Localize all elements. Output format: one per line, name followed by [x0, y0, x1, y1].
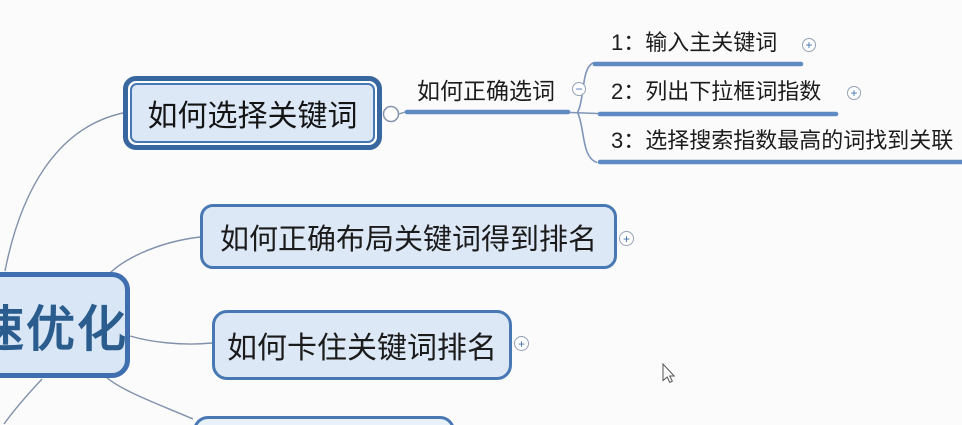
topic-node-partial-bottom[interactable] [193, 416, 455, 425]
branch-child-topic-2[interactable]: 2：列出下拉框词指数 [611, 79, 822, 104]
topic-label: 如何卡住关键词排名 [227, 332, 497, 365]
branch-brace-stem [569, 111, 599, 115]
connector-root-to-bottom-node [105, 376, 194, 420]
collapse-icon[interactable]: − [572, 82, 586, 96]
connector-node-to-branch [398, 111, 406, 115]
connector-root-to-lock-ranking [129, 335, 213, 345]
root-topic-node[interactable]: 速优化 [0, 272, 130, 378]
branch-parent-topic[interactable]: 如何正确选词 [417, 78, 555, 104]
connector-root-to-select-keywords [4, 111, 129, 272]
mouse-cursor-icon [662, 362, 676, 384]
expand-icon[interactable]: + [514, 336, 529, 351]
topic-node-select-keywords[interactable]: 如何选择关键词 [123, 76, 382, 150]
topic-node-lock-ranking[interactable]: 如何卡住关键词排名 [212, 310, 512, 380]
expand-icon[interactable]: + [619, 231, 634, 246]
branch-brace [576, 61, 598, 164]
expand-icon[interactable]: + [847, 86, 861, 100]
topic-label: 如何正确布局关键词得到排名 [219, 223, 597, 256]
expand-icon[interactable]: + [802, 38, 816, 52]
topic-label: 如何选择关键词 [147, 100, 358, 133]
connector-root-to-offscreen [3, 378, 43, 425]
node-collapse-handle-circle [382, 105, 400, 123]
root-topic-label: 速优化 [0, 302, 129, 357]
branch-child-topic-3[interactable]: 3：选择搜索指数最高的词找到关联 [611, 128, 954, 153]
topic-node-select-keywords-inner: 如何选择关键词 [130, 83, 375, 143]
topic-node-layout-keywords[interactable]: 如何正确布局关键词得到排名 [200, 204, 617, 269]
branch-child-topic-1[interactable]: 1：输入主关键词 [611, 30, 778, 55]
